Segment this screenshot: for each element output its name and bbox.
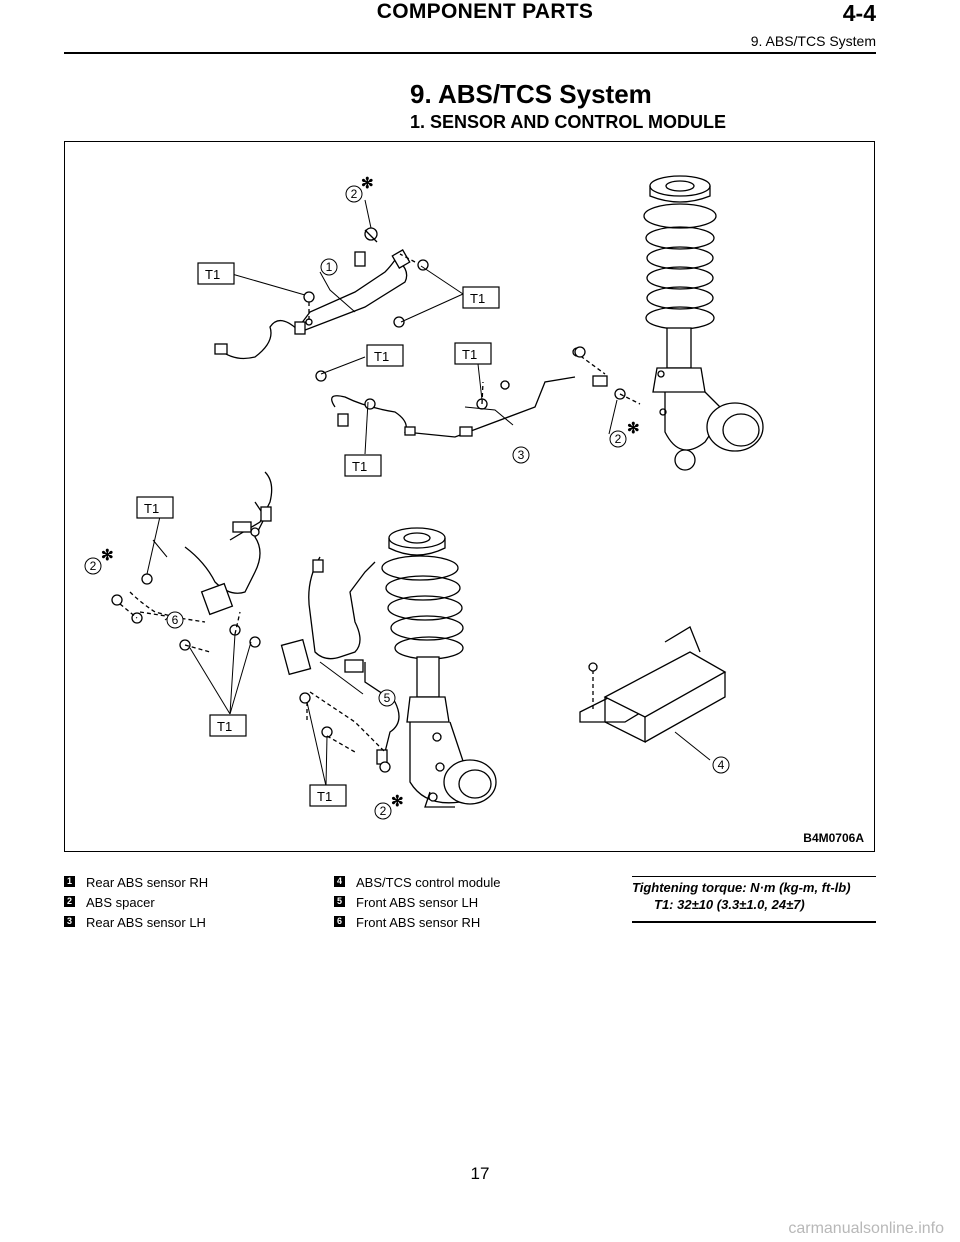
callout-1: 1: [326, 260, 333, 274]
callout-2: 2: [351, 187, 358, 201]
torque-tag-label: T1: [217, 719, 232, 734]
header-subtitle: 9. ABS/TCS System: [750, 33, 876, 49]
watermark-text: carmanualsonline.info: [788, 1220, 944, 1237]
torque-tag-label: T1: [205, 267, 220, 282]
front-strut-illustration: [381, 527, 497, 808]
torque-tag-label: T1: [470, 291, 485, 306]
legend-number: 5: [334, 896, 345, 907]
torque-tag-label: T1: [317, 789, 332, 804]
legend-number: 6: [334, 916, 345, 927]
legend-text: ABS/TCS control module: [356, 875, 501, 890]
section-subtitle: 1. SENSOR AND CONTROL MODULE: [410, 112, 727, 132]
torque-spec-box: Tightening torque: N·m (kg-m, ft-lb) T1:…: [632, 876, 876, 923]
header-title: COMPONENT PARTS: [376, 0, 594, 23]
callout-2: 2: [380, 804, 387, 818]
callout-2: 2: [615, 432, 622, 446]
torque-tag-label: T1: [144, 501, 159, 516]
legend-number: 2: [64, 896, 75, 907]
front-bolt-dashes: [119, 603, 356, 753]
legend-text: Front ABS sensor LH: [356, 895, 479, 910]
asterisk-icon: ✻: [391, 793, 404, 810]
legend-text: ABS spacer: [86, 895, 155, 910]
page-number: 17: [470, 1164, 490, 1183]
legend-number: 1: [64, 876, 75, 887]
callout-4: 4: [718, 758, 725, 772]
section-title: 9. ABS/TCS System: [410, 79, 652, 109]
rear-sensor-harness: [214, 227, 641, 438]
figure-code: B4M0706A: [803, 831, 864, 845]
torque-tag-label: T1: [374, 349, 389, 364]
legend-text: Rear ABS sensor LH: [86, 915, 206, 930]
header-section-code: 4-4: [842, 0, 876, 26]
control-module-illustration: [579, 626, 727, 744]
torque-tags: [136, 262, 500, 807]
asterisk-icon: ✻: [361, 175, 374, 192]
leader-lines: [146, 199, 711, 787]
rear-bolt-dashes: [308, 253, 484, 405]
torque-tag-label: T1: [462, 347, 477, 362]
callout-3: 3: [518, 448, 525, 462]
figure-frame: T1 T1 T1 T1 T1 T1 T1 T1 1 2 2 3 2: [64, 141, 875, 852]
legend-number: 4: [334, 876, 345, 887]
callout-5: 5: [384, 691, 391, 705]
torque-value: T1: 32±10 (3.3±1.0, 24±7): [654, 897, 805, 912]
front-sensor-harness: [129, 471, 400, 765]
rear-strut-illustration: [643, 175, 764, 471]
callout-circles: [84, 185, 730, 820]
torque-heading: Tightening torque: N·m (kg-m, ft-lb): [632, 880, 851, 895]
header-rule: [64, 52, 876, 54]
callout-6: 6: [172, 613, 179, 627]
legend-text: Rear ABS sensor RH: [86, 875, 209, 890]
asterisk-icon: ✻: [101, 547, 114, 564]
asterisk-marks: ✻ ✻ ✻ ✻: [101, 175, 640, 810]
legend-text: Front ABS sensor RH: [356, 915, 481, 930]
asterisk-icon: ✻: [627, 420, 640, 437]
exploded-diagram: T1 T1 T1 T1 T1 T1 T1 T1 1 2 2 3 2: [84, 175, 764, 820]
legend-number: 3: [64, 916, 75, 927]
front-bolts: [111, 573, 391, 773]
torque-tag-label: T1: [352, 459, 367, 474]
torque-tag-labels: T1 T1 T1 T1 T1 T1 T1 T1: [144, 267, 485, 804]
callout-numbers: 1 2 2 3 2 6 5 4 2: [90, 187, 725, 818]
callout-2: 2: [90, 559, 97, 573]
